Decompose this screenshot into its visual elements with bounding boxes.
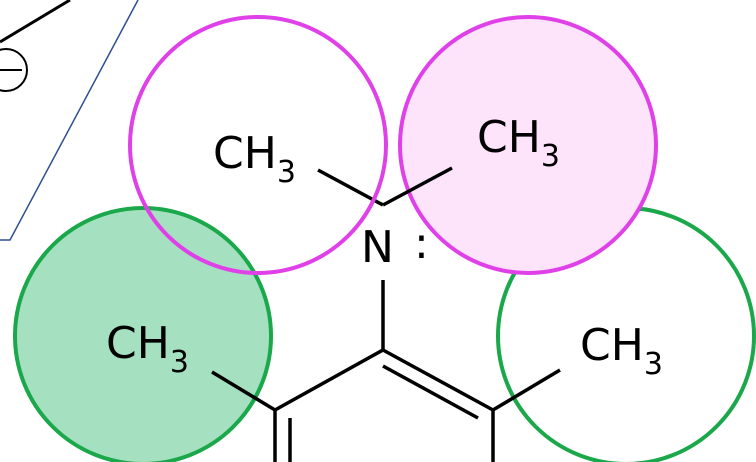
- bond-ring-left-methyl: [211, 370, 276, 412]
- nitrogen-atom: N: [361, 222, 394, 273]
- methyl-top-left-subscript: 3: [277, 155, 296, 190]
- methyl-top-left-base: CH: [213, 128, 277, 179]
- highlight-circle-top-right: [398, 15, 658, 275]
- methyl-top-right-base: CH: [477, 112, 541, 163]
- bond-n-methyl-right: [382, 166, 453, 207]
- highlight-circle-top-left: [128, 15, 388, 275]
- bond-ring-top-right: [382, 348, 494, 412]
- bond-ring-top-right-double: [382, 364, 479, 420]
- nitrogen-lone-pair: :: [414, 218, 429, 269]
- negative-charge: [0, 48, 28, 92]
- methyl-top-right-label: CH3: [477, 112, 560, 174]
- methyl-ring-right-label: CH3: [580, 320, 663, 382]
- methyl-ring-left-base: CH: [106, 318, 170, 369]
- methyl-ring-right-base: CH: [580, 320, 644, 371]
- bond-ring-right-methyl: [492, 368, 561, 412]
- incoming-bond: [0, 0, 71, 44]
- methyl-ring-right-subscript: 3: [644, 347, 663, 382]
- methyl-ring-left-label: CH3: [106, 318, 189, 380]
- bond-ring-top-left: [274, 348, 384, 412]
- wedge-outline: [0, 0, 139, 241]
- methyl-top-left-label: CH3: [213, 128, 296, 190]
- methyl-top-right-subscript: 3: [541, 139, 560, 174]
- bonds: [211, 166, 561, 462]
- highlight-circle-ring-left: [13, 206, 273, 462]
- methyl-ring-left-subscript: 3: [170, 345, 189, 380]
